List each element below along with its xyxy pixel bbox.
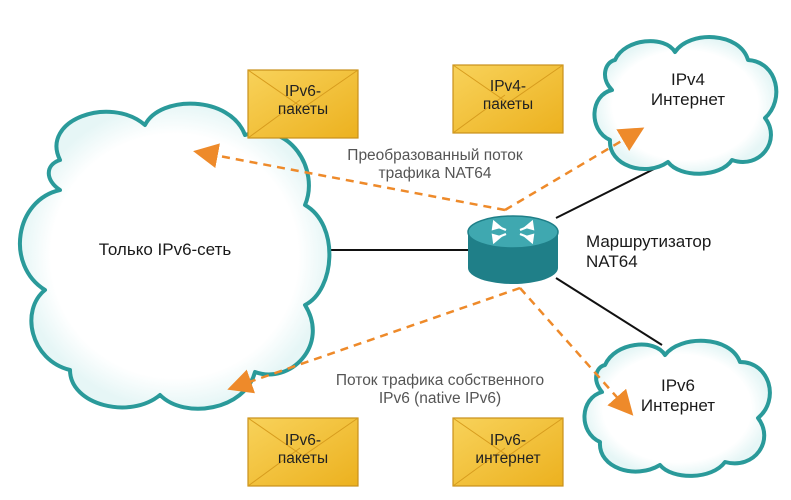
arrow-native-to-ipv6only (227, 286, 521, 394)
envelope-top-right-line2: пакеты (482, 95, 534, 113)
arrow-translated-to-ipv4 (504, 127, 645, 212)
envelope-top-right-label: IPv4- пакеты (453, 78, 563, 114)
envelope-bottom-right-line2: интернет (475, 449, 541, 467)
arrow-translated-to-ipv6only (193, 143, 506, 212)
router-icon (467, 215, 559, 284)
router-label-line2: NAT64 (586, 251, 638, 271)
cloud-ipv6-internet-shape (582, 338, 772, 478)
envelope-bottom-left-line1: IPv6- (284, 432, 322, 449)
envelope-top-left (247, 69, 359, 139)
envelope-top-left-line2: пакеты (277, 100, 329, 118)
cloud-ipv6-only-label: Только IPv6-сеть (98, 240, 232, 259)
flow-native-label-line2: IPv6 (native IPv6) (378, 389, 502, 407)
envelope-top-left-label: IPv6- пакеты (248, 83, 358, 119)
cloud-ipv4-label-line1: IPv4 (670, 70, 706, 89)
envelope-top-right-line1: IPv4- (489, 78, 527, 95)
link-router-ipv6 (555, 277, 663, 346)
cloud-ipv4-label-line2: Интернет (650, 89, 726, 109)
flow-translated-label: Преобразованный поток трафика NAT64 (300, 147, 570, 183)
cloud-ipv6-internet-label-line2: Интернет (640, 395, 716, 415)
router-label: Маршрутизатор NAT64 (586, 232, 711, 271)
envelope-bottom-left-line2: пакеты (277, 449, 329, 467)
cloud-ipv6-internet-label-line1: IPv6 (660, 376, 696, 395)
envelope-top-right (452, 64, 564, 134)
envelope-top-left-line1: IPv6- (284, 83, 322, 100)
router-label-line1: Маршрутизатор (586, 232, 712, 251)
envelope-bottom-left-label: IPv6- пакеты (248, 432, 358, 468)
cloud-ipv6-internet-label: IPv6 Интернет (618, 376, 738, 415)
envelope-bottom-right (452, 417, 564, 487)
envelope-bottom-right-line1: IPv6- (489, 432, 527, 449)
envelope-bottom-right-label: IPv6- интернет (453, 432, 563, 468)
envelope-bottom-left (247, 417, 359, 487)
cloud-ipv4-label: IPv4 Интернет (628, 70, 748, 109)
flow-native-label-line1: Поток трафика собственного (335, 372, 545, 389)
flow-native-label: Поток трафика собственного IPv6 (native … (285, 372, 595, 408)
flow-translated-label-line2: трафика NAT64 (378, 164, 492, 182)
flow-translated-label-line1: Преобразованный поток (347, 147, 523, 164)
